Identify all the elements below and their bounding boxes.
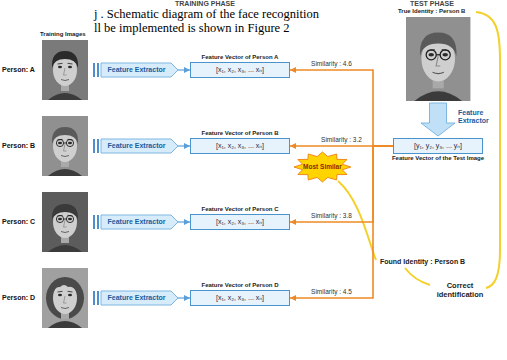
similarity-arrow	[290, 70, 393, 146]
feature-extractor-box: Feature Extractor	[93, 139, 178, 153]
box-text: [x₁, x₂, x₃, ... xₙ]	[216, 142, 264, 150]
identity-label: Found Identity : Person B	[380, 258, 465, 266]
feature-vector-box: Feature Vector of Person B[x₁, x₂, x₃, .…	[190, 138, 290, 154]
feature-vector-box: Feature Vector of Person A[x₁, x₂, x₃, .…	[190, 62, 290, 78]
box-text: Feature Extractor	[108, 218, 166, 226]
result-label: Correct identification	[434, 282, 486, 299]
test-face-photo	[406, 17, 470, 101]
similarity-label: Similarity : 3.2	[320, 136, 363, 143]
similarity-label: Similarity : 4.6	[310, 60, 353, 67]
phase-heading: TRAINING PHASE	[175, 0, 235, 8]
extractor-bar	[97, 139, 99, 153]
extractor-bar	[97, 291, 99, 305]
person-label: Person: C	[2, 218, 35, 226]
vector-heading: Feature Vector of the Test Image	[392, 155, 484, 162]
face-photo	[42, 40, 88, 100]
feature-extractor-box: Feature Extractor	[93, 291, 178, 305]
box-text: [x₁, x₂, x₃, ... xₙ]	[216, 218, 264, 226]
vector-heading: Feature Vector of Person A	[202, 54, 279, 61]
person-label: Person: D	[2, 294, 35, 302]
extractor-bar	[93, 291, 95, 305]
face-photo	[42, 268, 88, 328]
similarity-arrow	[290, 146, 393, 222]
box-text: Feature Extractor	[108, 142, 166, 150]
extractor-bar	[93, 139, 95, 153]
face-photo	[42, 192, 88, 252]
person-label: Person: A	[2, 66, 35, 74]
feature-vector-box: Feature Vector of Person C[x₁, x₂, x₃, .…	[190, 214, 290, 230]
vector-heading: Feature Vector of Person D	[201, 282, 278, 289]
similarity-arrow	[290, 146, 393, 298]
flow-arrow	[178, 69, 190, 70]
identity-curve	[405, 268, 430, 285]
similarity-label: Similarity : 3.8	[310, 212, 353, 219]
flow-arrow	[178, 145, 190, 146]
paper-text: ll be implemented is shown in Figure 2	[94, 21, 289, 35]
box-text: Most Similar	[303, 163, 342, 170]
feature-vector-box: [y₁, y₂, y₃, ... yₙ]Feature Vector of th…	[393, 138, 483, 154]
extractor-label: Feature Extractor	[458, 109, 498, 126]
vector-heading: Feature Vector of Person C	[201, 206, 278, 213]
vector-heading: Feature Vector of Person B	[201, 130, 278, 137]
flow-arrow	[178, 297, 190, 298]
down-arrow-outline	[421, 103, 455, 136]
extractor-bar	[93, 63, 95, 77]
extractor-outline	[101, 63, 178, 77]
flow-arrow	[178, 221, 190, 222]
extractor-bar	[97, 63, 99, 77]
extractor-outline	[101, 215, 178, 229]
extractor-bar	[93, 215, 95, 229]
identity-curve	[338, 181, 376, 260]
box-text: [x₁, x₂, x₃, ... xₙ]	[216, 66, 264, 74]
starburst-outline	[294, 152, 351, 182]
extractor-outline	[101, 139, 178, 153]
extractor-outline	[101, 291, 178, 305]
extractor-bar	[97, 215, 99, 229]
identity-label: True Identity : Person B	[398, 8, 465, 15]
person-label: Person: B	[2, 142, 35, 150]
paper-text: j . Schematic diagram of the face recogn…	[94, 7, 319, 21]
box-text: [x₁, x₂, x₃, ... xₙ]	[216, 294, 264, 302]
box-text: Feature Extractor	[108, 294, 166, 302]
feature-extractor-box: Feature Extractor	[93, 63, 178, 77]
box-text: Feature Extractor	[108, 66, 166, 74]
face-photo	[42, 116, 88, 176]
column-heading: Training Images	[40, 31, 86, 38]
feature-extractor-box: Feature Extractor	[93, 215, 178, 229]
feature-extractor-arrow: Feature Extractor	[421, 103, 455, 136]
node-outline	[421, 103, 455, 136]
starburst-callout: Most Similar	[294, 152, 351, 182]
box-text: [y₁, y₂, y₃, ... yₙ]	[414, 142, 462, 150]
similarity-label: Similarity : 4.5	[310, 288, 353, 295]
feature-vector-box: Feature Vector of Person D[x₁, x₂, x₃, .…	[190, 290, 290, 306]
phase-heading: TEST PHASE	[410, 0, 454, 8]
